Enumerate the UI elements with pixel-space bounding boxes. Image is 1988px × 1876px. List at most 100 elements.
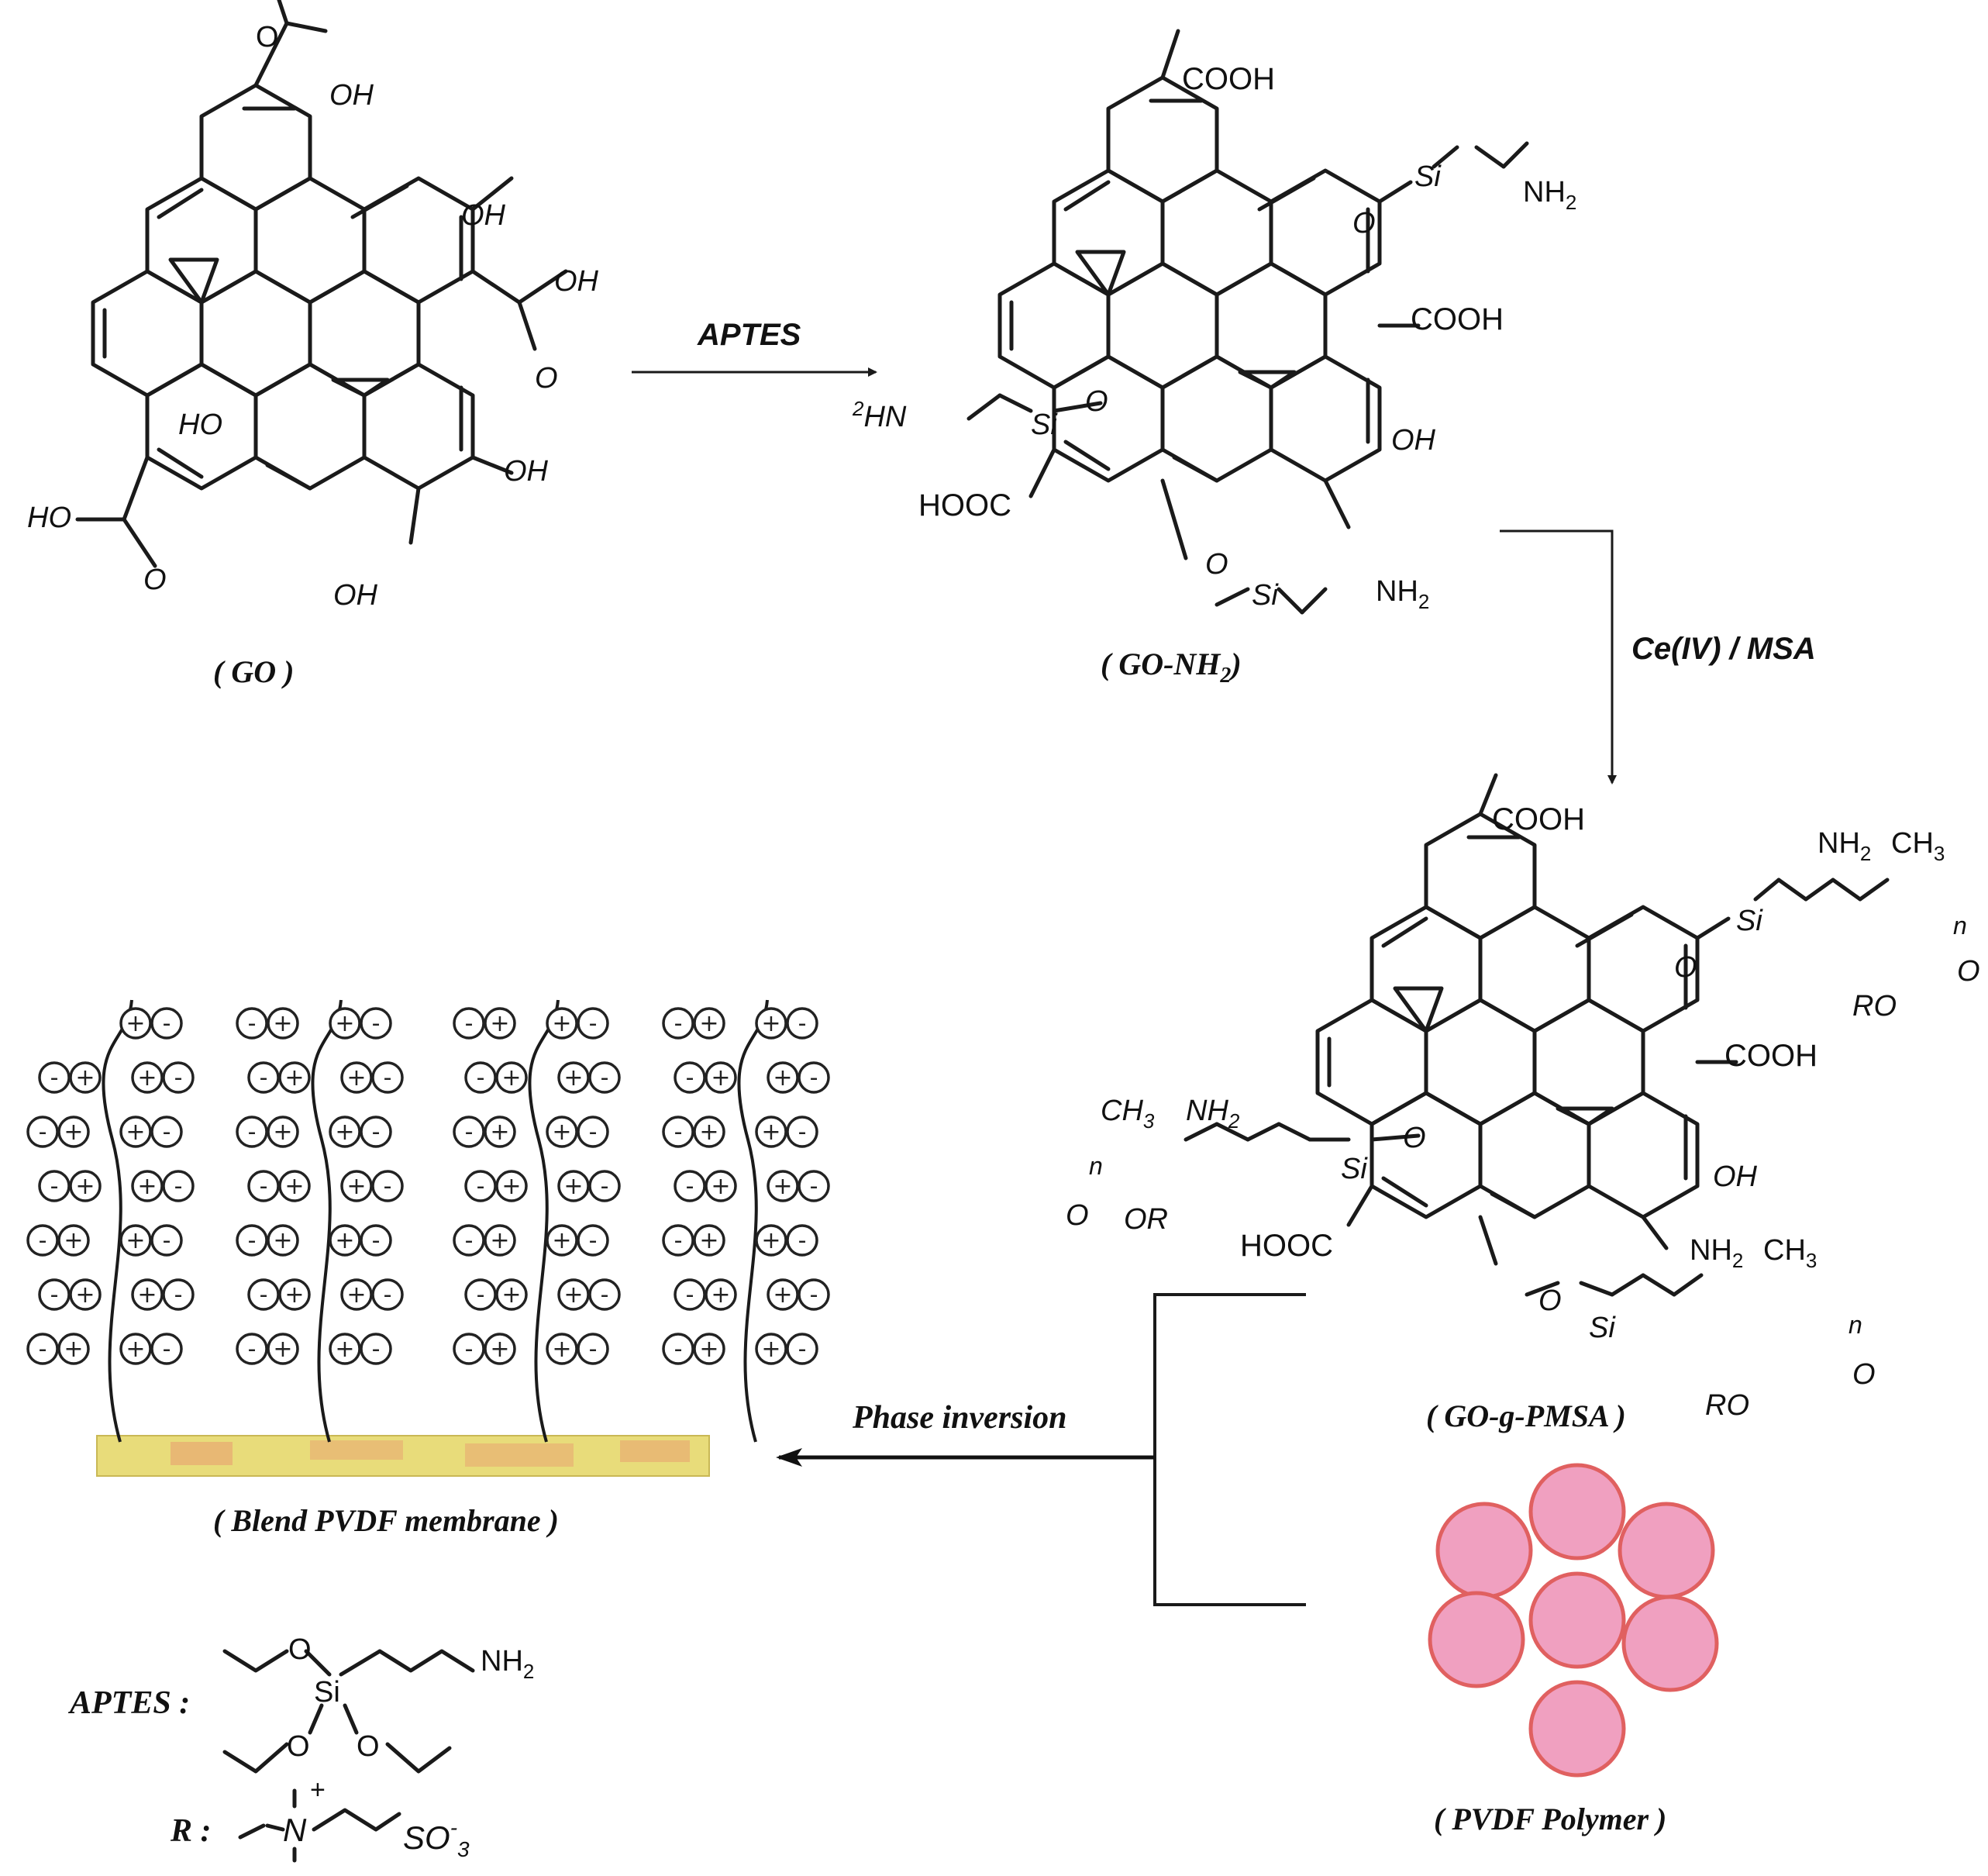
svg-text:+: +: [137, 1281, 157, 1309]
anion-symbol: -: [247, 1278, 280, 1311]
pvdf-polymer-label: ( PVDF Polymer ): [1434, 1802, 1666, 1836]
anion-symbol: -: [786, 1333, 818, 1365]
go-g-pmsa-label: ( GO-g-PMSA ): [1426, 1398, 1626, 1433]
svg-text:+: +: [64, 1227, 83, 1254]
anion-symbol: -: [674, 1170, 706, 1202]
polymer-brush-chain: [528, 999, 560, 1443]
cation-symbol: +: [495, 1170, 528, 1202]
cation-symbol: +: [278, 1170, 311, 1202]
combine-bracket: [1153, 1293, 1306, 1606]
cation-symbol: +: [57, 1333, 90, 1365]
r-legend-label: R :: [170, 1813, 212, 1849]
svg-text:-: -: [39, 1119, 47, 1146]
cation-symbol: +: [69, 1170, 102, 1202]
cation-symbol: +: [755, 1224, 787, 1257]
go-o-right: O: [535, 362, 558, 395]
gonh2-nh2-top: NH2: [1523, 176, 1576, 214]
cation-symbol: +: [131, 1278, 164, 1311]
pmsa-oh-right: OH: [1713, 1160, 1758, 1193]
svg-text:-: -: [50, 1173, 59, 1200]
anion-symbol: -: [26, 1224, 59, 1257]
anion-symbol: -: [453, 1007, 485, 1040]
svg-text:-: -: [465, 1227, 474, 1254]
anion-symbol: -: [38, 1061, 71, 1094]
aptes-o3: O: [357, 1730, 380, 1763]
cation-symbol: +: [705, 1061, 737, 1094]
cation-symbol: +: [278, 1278, 311, 1311]
svg-text:+: +: [273, 1119, 292, 1146]
zwitterion-brushes: +--++--++--++--++--++--++--++--++--++--+…: [26, 999, 830, 1443]
cation-symbol: +: [546, 1333, 578, 1365]
svg-text:-: -: [163, 1119, 171, 1146]
svg-text:+: +: [335, 1336, 354, 1363]
svg-text:+: +: [552, 1010, 571, 1037]
anion-symbol: -: [453, 1116, 485, 1148]
pmsa-ro-br: RO: [1705, 1389, 1749, 1422]
pmsa-hooc: HOOC: [1240, 1229, 1333, 1263]
svg-text:+: +: [711, 1281, 730, 1309]
cation-symbol: +: [329, 1007, 361, 1040]
svg-text:+: +: [563, 1173, 583, 1200]
svg-text:-: -: [163, 1336, 171, 1363]
pvdf-bead: [1528, 1463, 1626, 1560]
cation-symbol: +: [340, 1278, 373, 1311]
svg-text:-: -: [477, 1281, 485, 1309]
svg-text:-: -: [163, 1227, 171, 1254]
cation-symbol: +: [267, 1007, 299, 1040]
pvdf-bead: [1618, 1502, 1715, 1599]
pmsa-cooh-top: COOH: [1492, 802, 1585, 836]
cation-symbol: +: [131, 1170, 164, 1202]
svg-text:-: -: [248, 1010, 257, 1037]
cation-symbol: +: [119, 1224, 152, 1257]
cation-symbol: +: [131, 1061, 164, 1094]
membrane-spot: [171, 1442, 233, 1465]
go-g-pmsa-structure: [1183, 773, 1890, 1297]
pmsa-o-tr1: O: [1674, 951, 1697, 984]
svg-text:-: -: [686, 1281, 694, 1309]
r-so3: SO-3: [403, 1816, 470, 1861]
pmsa-ro-tr: RO: [1852, 990, 1897, 1022]
membrane-spot: [465, 1443, 574, 1467]
svg-text:-: -: [810, 1173, 818, 1200]
anion-symbol: -: [577, 1224, 609, 1257]
cation-symbol: +: [705, 1170, 737, 1202]
aptes-o1: O: [288, 1633, 312, 1666]
anion-symbol: -: [360, 1007, 392, 1040]
svg-text:-: -: [372, 1336, 381, 1363]
svg-text:+: +: [126, 1010, 145, 1037]
svg-text:+: +: [346, 1064, 366, 1091]
anion-symbol: -: [247, 1061, 280, 1094]
svg-text:-: -: [810, 1281, 818, 1309]
anion-symbol: -: [236, 1007, 268, 1040]
r-n: N: [283, 1812, 307, 1848]
svg-text:-: -: [601, 1064, 609, 1091]
anion-symbol: -: [150, 1333, 183, 1365]
pmsa-si-left: Si: [1341, 1153, 1368, 1185]
cation-symbol: +: [267, 1224, 299, 1257]
pmsa-o-left2: O: [1066, 1199, 1089, 1232]
svg-text:-: -: [465, 1010, 474, 1037]
anion-symbol: -: [162, 1278, 195, 1311]
svg-text:+: +: [490, 1336, 509, 1363]
cation-symbol: +: [484, 1116, 516, 1148]
cation-symbol: +: [755, 1007, 787, 1040]
pmsa-nh2-tr: NH2: [1817, 827, 1871, 865]
svg-text:+: +: [773, 1173, 792, 1200]
svg-text:-: -: [372, 1119, 381, 1146]
aptes-legend: APTES : O Si O O NH2: [67, 1633, 534, 1774]
pmsa-nh2-left: NH2: [1186, 1095, 1240, 1133]
svg-text:+: +: [501, 1064, 521, 1091]
cation-symbol: +: [57, 1116, 90, 1148]
anion-symbol: -: [26, 1116, 59, 1148]
svg-text:-: -: [50, 1281, 59, 1309]
svg-text:-: -: [477, 1064, 485, 1091]
go-oh-right3: OH: [504, 455, 549, 488]
cation-symbol: +: [693, 1333, 725, 1365]
anion-symbol: -: [662, 1116, 694, 1148]
svg-text:-: -: [674, 1119, 683, 1146]
cation-symbol: +: [495, 1061, 528, 1094]
svg-text:+: +: [773, 1281, 792, 1309]
pvdf-bead: [1428, 1591, 1525, 1688]
gonh2-oh-right: OH: [1391, 424, 1436, 457]
